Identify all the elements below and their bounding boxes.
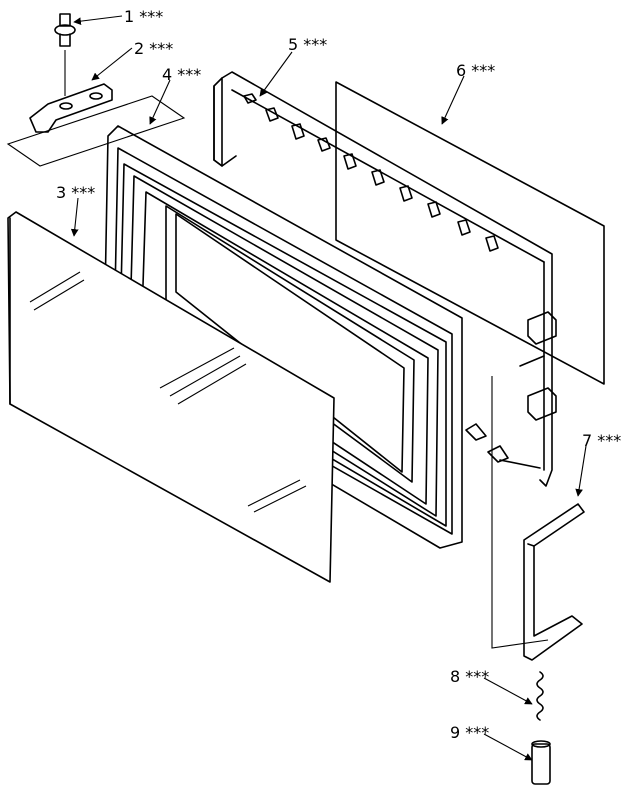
part-9-pin bbox=[531, 740, 551, 785]
part-1-screw bbox=[54, 13, 76, 96]
callout-4-label: 4 *** bbox=[162, 65, 201, 84]
callout-7-label: 7 *** bbox=[582, 431, 621, 450]
callout-1-label: 1 *** bbox=[124, 7, 163, 26]
part-4-door-frame bbox=[103, 125, 463, 549]
callout-9-label: 9 *** bbox=[450, 723, 489, 742]
part-7-latch bbox=[491, 376, 585, 661]
callout-2-label: 2 *** bbox=[134, 39, 173, 58]
callout-3-label: 3 *** bbox=[56, 183, 95, 202]
callout-5-label: 5 *** bbox=[288, 35, 327, 54]
part-3-glass-panel bbox=[7, 211, 335, 583]
part-2-bracket bbox=[6, 83, 186, 167]
callout-labels: 1 *** 2 *** 3 *** 4 *** 5 *** 6 *** 7 **… bbox=[56, 7, 621, 742]
part-6-screen-sheet bbox=[335, 81, 605, 385]
callout-6-label: 6 *** bbox=[456, 61, 495, 80]
callout-8-label: 8 *** bbox=[450, 667, 489, 686]
part-5-inner-frame bbox=[213, 71, 557, 487]
part-8-spring bbox=[536, 671, 544, 721]
leader-lines bbox=[70, 15, 587, 761]
